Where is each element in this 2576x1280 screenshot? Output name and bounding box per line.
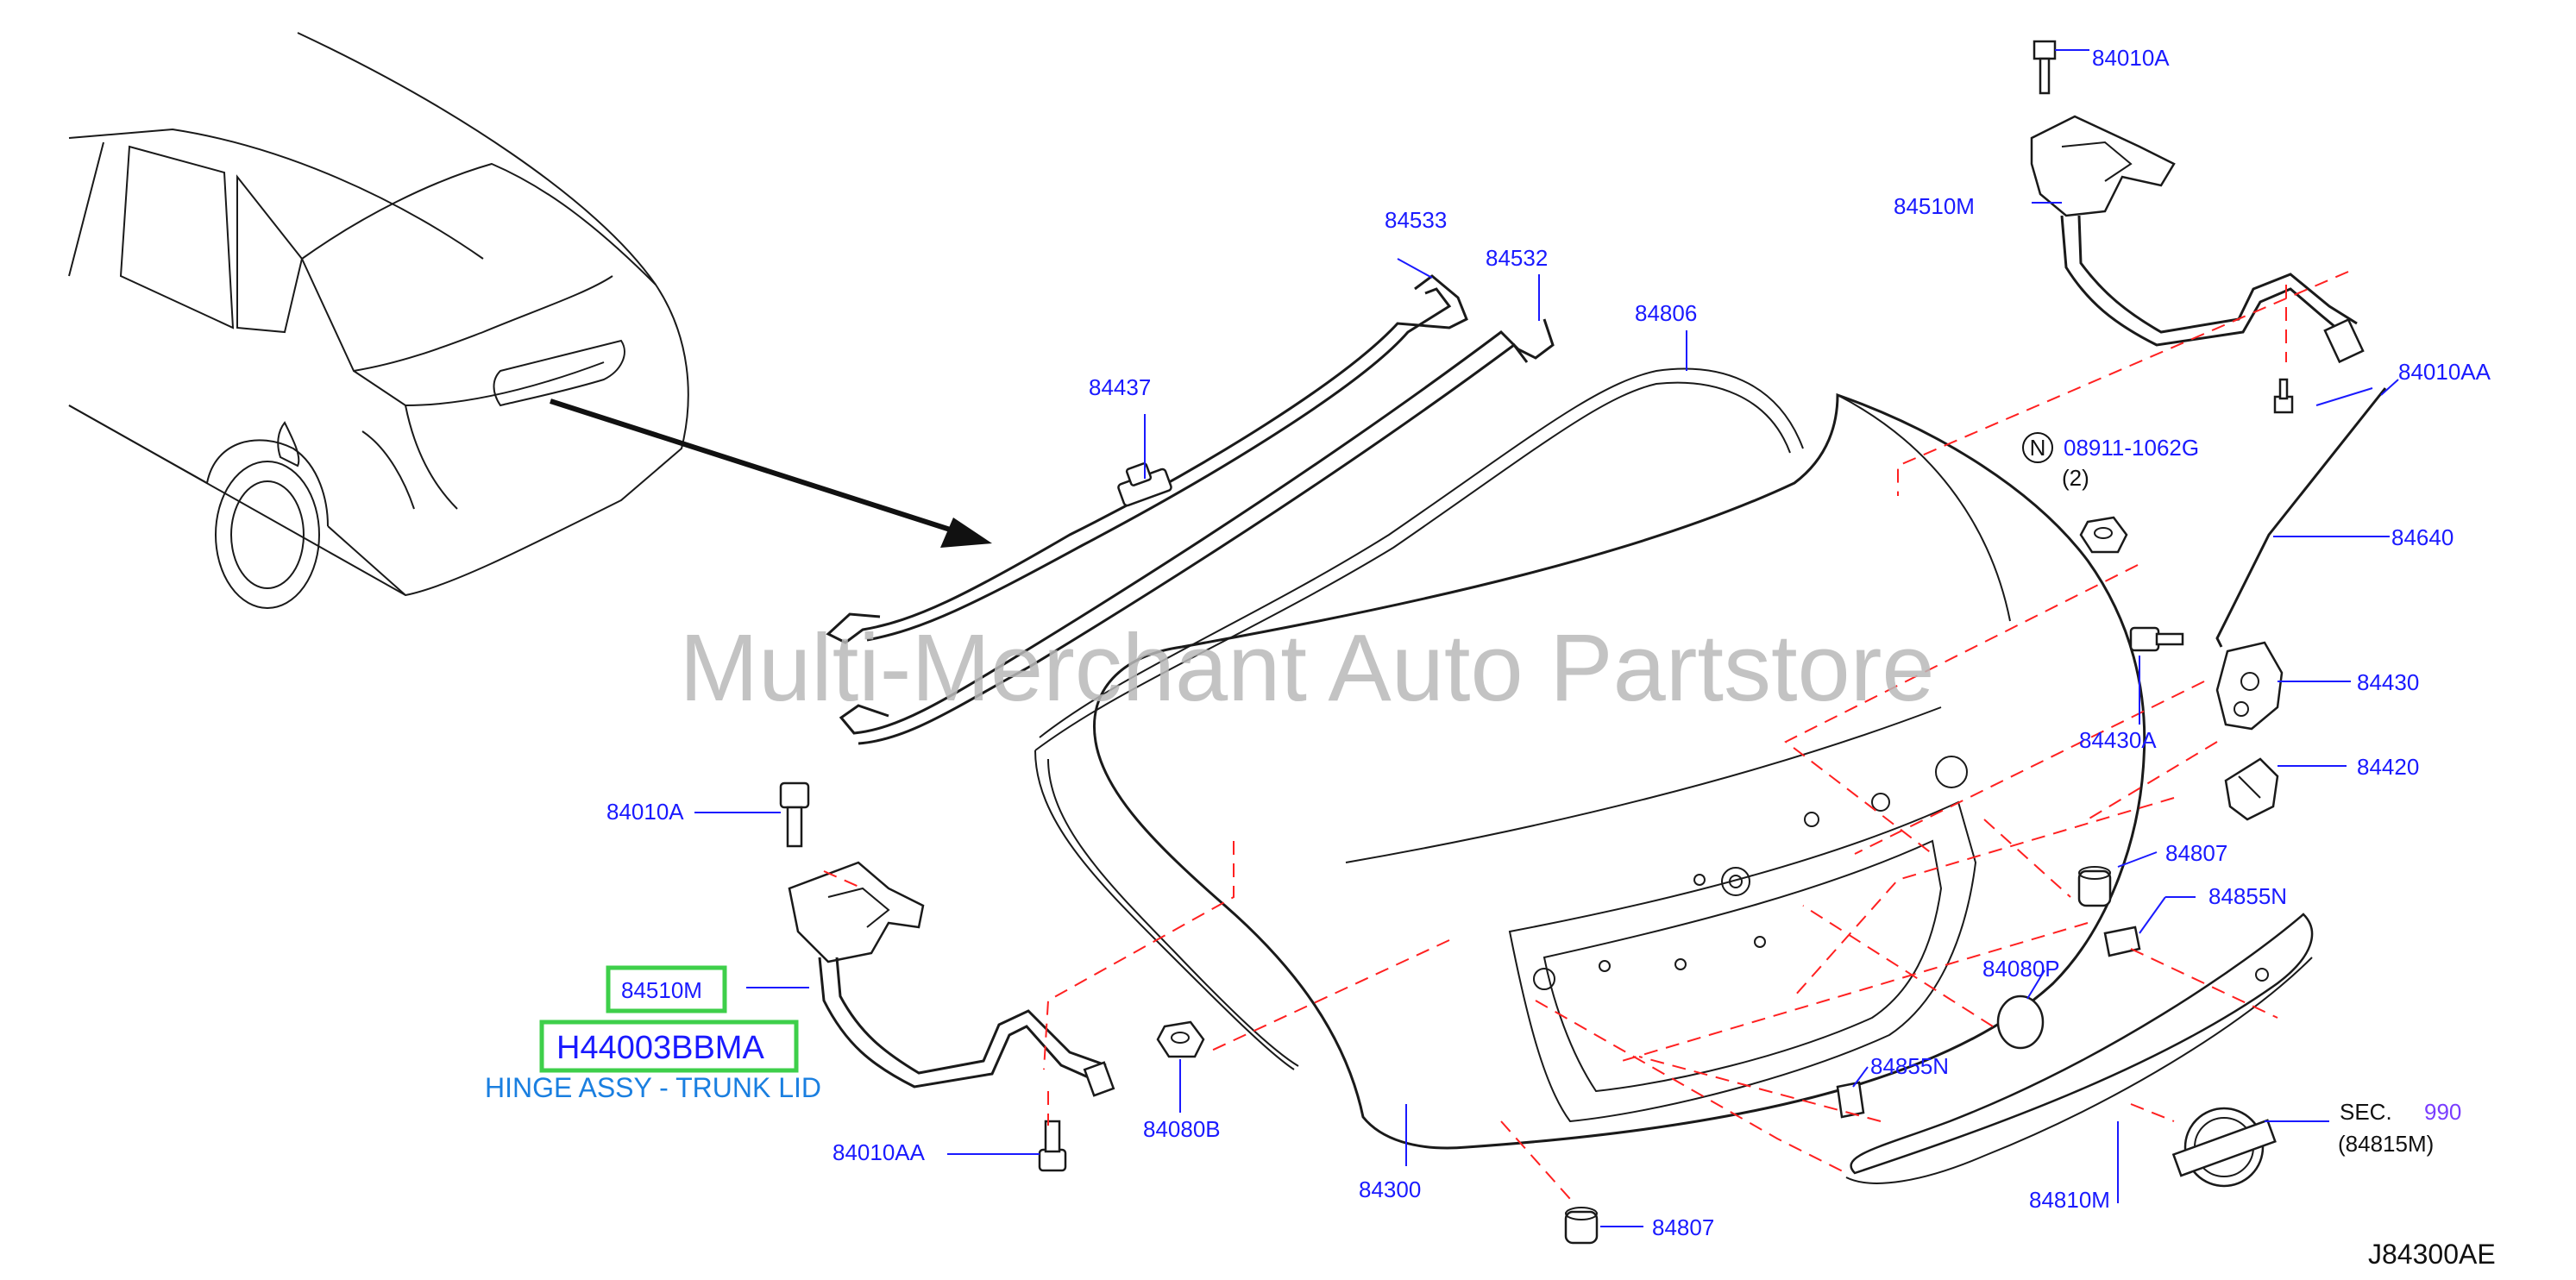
label-84010AA-left[interactable]: 84010AA xyxy=(832,1139,926,1165)
label-84080B[interactable]: 84080B xyxy=(1143,1116,1221,1142)
label-84430[interactable]: 84430 xyxy=(2357,669,2419,695)
highlight-part-number[interactable]: 84510M xyxy=(621,977,702,1003)
nissan-emblem-icon xyxy=(2171,1107,2277,1188)
bumper-84807-right xyxy=(2077,866,2112,907)
hinge-right-84510M xyxy=(2030,40,2365,414)
nut-08911 xyxy=(2079,516,2128,554)
label-84855N-right[interactable]: 84855N xyxy=(2208,883,2287,909)
diagram-id: J84300AE xyxy=(2368,1239,2496,1270)
reference-lines xyxy=(823,271,2349,1200)
label-84806[interactable]: 84806 xyxy=(1635,300,1697,326)
label-sec: SEC. xyxy=(2340,1099,2392,1125)
finisher-84810M xyxy=(1845,913,2314,1184)
highlighted-part[interactable]: 84510M H44003BBMA HINGE ASSY - TRUNK LID xyxy=(485,965,821,1103)
label-sec-990[interactable]: 990 xyxy=(2424,1099,2461,1125)
leader-lines xyxy=(694,49,2399,1227)
label-84807-bottom[interactable]: 84807 xyxy=(1652,1214,1714,1240)
highlight-description: HINGE ASSY - TRUNK LID xyxy=(485,1072,821,1103)
label-84437[interactable]: 84437 xyxy=(1089,374,1151,400)
callout-labels: 84010A 84510M 84533 84532 84806 84437 84… xyxy=(606,45,2491,1240)
label-84807-right[interactable]: 84807 xyxy=(2165,840,2227,866)
weatherstrip-seal-84806 xyxy=(1034,367,1804,1070)
bumper-84807-bottom xyxy=(1564,1207,1599,1245)
watermark: Multi-Merchant Auto Partstore xyxy=(679,615,1934,721)
release-cable-assembly xyxy=(826,274,1555,745)
hinge-left-84510M xyxy=(779,781,1115,1172)
label-84430A[interactable]: 84430A xyxy=(2079,727,2157,753)
clip-84855N-mid xyxy=(1836,1081,1865,1119)
label-84640[interactable]: 84640 xyxy=(2391,524,2453,550)
n-symbol: N xyxy=(2030,435,2046,461)
label-84420[interactable]: 84420 xyxy=(2357,754,2419,780)
rod-84640 xyxy=(2215,387,2387,648)
trunk-lid-panel xyxy=(1093,392,2146,1150)
label-84080P[interactable]: 84080P xyxy=(1982,956,2060,982)
label-84815M: (84815M) xyxy=(2338,1131,2434,1157)
striker-84420 xyxy=(2224,757,2279,821)
vehicle-overview-illustration xyxy=(68,32,689,609)
label-84300[interactable]: 84300 xyxy=(1359,1176,1421,1202)
label-84010A-left[interactable]: 84010A xyxy=(606,799,684,825)
label-84010A-top[interactable]: 84010A xyxy=(2092,45,2170,71)
clip-84855N-right xyxy=(2103,925,2141,957)
direction-arrow xyxy=(550,398,992,548)
label-84532[interactable]: 84532 xyxy=(1486,245,1548,271)
highlight-oem-code[interactable]: H44003BBMA xyxy=(556,1030,764,1066)
plug-84080P xyxy=(1996,995,2045,1050)
highlight-box-oem-code xyxy=(539,1020,799,1073)
highlight-box-part-number xyxy=(606,965,727,1013)
grommet-84080B xyxy=(1156,1020,1205,1058)
latch-assembly-84430 xyxy=(2129,626,2284,731)
label-08911-1062G[interactable]: 08911-1062G xyxy=(2064,435,2199,461)
label-84533[interactable]: 84533 xyxy=(1385,207,1447,233)
label-84010AA-right[interactable]: 84010AA xyxy=(2398,359,2491,385)
n-symbol-icon xyxy=(2022,432,2053,463)
label-qty-2: (2) xyxy=(2062,465,2089,491)
label-84510M-right[interactable]: 84510M xyxy=(1894,193,1975,219)
label-84810M[interactable]: 84810M xyxy=(2029,1187,2110,1213)
label-84855N-mid[interactable]: 84855N xyxy=(1870,1053,1949,1079)
